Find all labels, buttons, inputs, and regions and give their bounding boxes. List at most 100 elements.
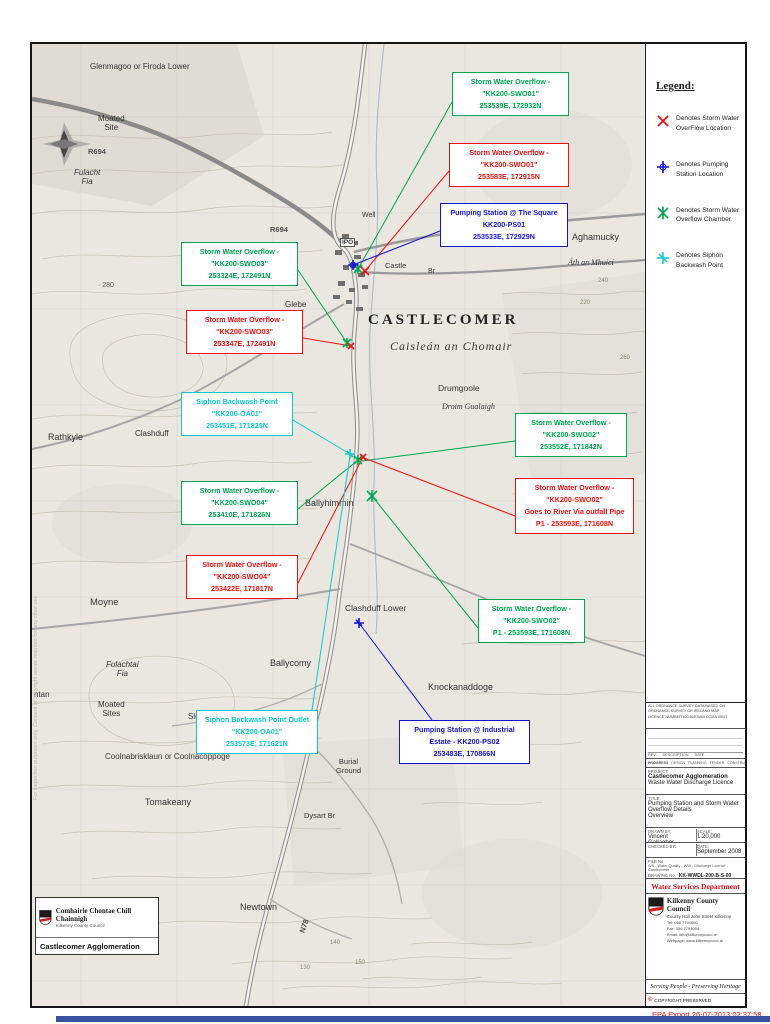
marker-swo01-overflow xyxy=(360,266,370,276)
callout-line: Storm Water Overflow - xyxy=(469,148,549,157)
callout-oa01-siphon-point: Siphon Backwash Point "KK200-OA01" 25345… xyxy=(181,392,293,436)
callout-line: 253324E, 172491N xyxy=(208,270,271,280)
map-label-spot-height-280: · 280 xyxy=(98,282,114,289)
annotation-overlay xyxy=(292,101,516,721)
callout-line: Estate - KK200-PS02 xyxy=(429,736,500,746)
scale-value: 1:20,000 xyxy=(697,834,721,840)
drawn-scale-row: DRAWN BY: Vincent Gallagher SCALE: 1:20,… xyxy=(646,828,745,843)
kilkenny-crest-icon xyxy=(648,897,664,916)
map-label-well: Well xyxy=(362,212,376,219)
callout-line: P1 - 253593E, 171608N xyxy=(535,518,614,528)
callout-line: Storm Water Overflow - xyxy=(531,418,611,427)
map-label-fulacht-fia: Fulacht Fia xyxy=(74,168,101,187)
callout-line: 253483E, 170866N xyxy=(433,748,496,758)
compass-rose xyxy=(42,122,91,166)
legend-item-overflow-location: Denotes Storm Water OverFlow Location xyxy=(656,114,744,134)
callout-line: "KK200-SWO02" xyxy=(546,494,603,504)
callout-line: 253422E, 171817N xyxy=(211,583,273,593)
progress-stage: CONSTRUCTION xyxy=(727,761,745,765)
callout-swo02-chamber: Storm Water Overflow - "KK200-SWO02" 253… xyxy=(515,413,627,457)
marker-swo03-overflow xyxy=(347,342,355,350)
project-name: Castlecomer Agglomeration xyxy=(648,774,728,780)
map-label-ath-an-mhuici: Áth an Mhuicí xyxy=(568,258,614,267)
file-no-value: WS - Water Quality - WW - Discharge Lice… xyxy=(648,864,728,872)
scale-label: SCALE: xyxy=(697,829,712,834)
callout-line: 253347E, 172491N xyxy=(213,338,276,348)
drawing-no-value: KK-WWDL-200-B-S-00 xyxy=(678,873,732,879)
map-label-caislean-an-chomair: Caisleán an Chomair xyxy=(390,339,513,353)
council-motto: Serving People - Preserving Heritage xyxy=(646,980,745,994)
contour-label-240: 240 xyxy=(598,278,609,284)
callout-line: "KK200-OA01" xyxy=(231,726,283,736)
map-label-coolnabrisklaun: Coolnabrisklaun or Coolnacoppoge xyxy=(105,752,230,761)
callout-line: KK200-PS01 xyxy=(482,219,526,229)
callout-swo02-overflow: Storm Water Overflow - "KK200-SWO02" Goe… xyxy=(515,478,634,534)
legend-item-label: Denotes Storm Water OverFlow Location xyxy=(676,115,740,132)
map-label-castle: Castle xyxy=(385,261,407,270)
progress-stage: DESIGN xyxy=(671,761,686,765)
callout-line: "KK200-SWO03" xyxy=(211,258,268,268)
marker-swo02-chamber xyxy=(366,490,378,502)
map-label-ballyhimmin: Ballyhimmin xyxy=(305,498,354,508)
callout-line: "KK200-OA01" xyxy=(211,408,263,418)
callout-swo03-chamber: Storm Water Overflow - "KK200-SWO03" 253… xyxy=(181,242,298,286)
callout-line: 253573E, 171621N xyxy=(226,738,288,748)
council-contacts: Tel: 056 7794000 Fax: 056 7794004 Email:… xyxy=(666,920,723,943)
drawn-by-value: Vincent Gallagher xyxy=(648,834,675,843)
scan-artifact-bar xyxy=(56,1016,770,1022)
map-label-glebe: Glebe xyxy=(285,300,307,309)
pumping-station-icon xyxy=(657,160,669,173)
drawing-subtitle: Overview xyxy=(648,813,674,819)
right-panel: Legend: Denotes Storm Water OverFlow Loc… xyxy=(645,44,745,1006)
contour-label-150: 150 xyxy=(355,960,366,966)
legend-item-label: Denotes Siphon Backwash Point xyxy=(676,252,723,270)
map-label-dysart-br: Dysart Br xyxy=(304,811,336,820)
map-label-aghamucky: Aghamucky xyxy=(572,232,620,242)
revision-header: REV. DESCRIPTION DATE xyxy=(648,752,743,757)
drawing-title: Pumping Station and Storm Water Overflow… xyxy=(648,801,739,813)
project-subname: Waste Water Discharge Licence xyxy=(648,780,734,786)
callout-line: 253410E, 171826N xyxy=(208,509,271,519)
drawing-title-section: TITLE: Pumping Station and Storm Water O… xyxy=(646,795,745,828)
progress-stage: TENDER xyxy=(709,761,725,765)
epa-side-watermark: For inspection purposes only. Consent of… xyxy=(33,594,39,800)
map-label-moated-site: Moated Site xyxy=(98,114,125,133)
callout-line: Siphon Backwash Point xyxy=(196,397,278,406)
leader-lines xyxy=(292,101,516,721)
department-name: Water Services Department xyxy=(651,881,740,891)
drawing-no-label: DRAWING No. xyxy=(648,873,676,878)
map-label-droim-gualaigh: Droim Gualaigh xyxy=(442,402,495,411)
epa-export-stamp: EPA Export 26-07-2013:02:37:58 xyxy=(652,1010,762,1019)
map-markers xyxy=(342,260,378,628)
callout-oa01-siphon-outlet: Siphon Backwash Point Outlet "KK200-OA01… xyxy=(196,710,318,754)
map-label-knockanaddoge: Knockanaddoge xyxy=(428,682,494,692)
callout-swo04-chamber: Storm Water Overflow - "KK200-SWO04" 253… xyxy=(181,481,298,525)
progress-label: PROGRESS xyxy=(648,761,669,765)
callout-line: Pumping Station @ Industrial xyxy=(414,725,515,734)
map-label-fulachtai-fia: Fulachtaí Fia xyxy=(106,660,139,679)
contour-label-260: 260 xyxy=(620,355,631,361)
map-label-bridge: Br xyxy=(428,268,435,275)
checked-by-label: CHECKED BY: xyxy=(648,844,677,849)
callout-line: Storm Water Overflow - xyxy=(199,247,280,256)
callout-line: Storm Water Overflow - xyxy=(199,486,280,495)
drawing-frame: Glenmagoo or Firoda Lower Moated Site Fu… xyxy=(30,42,747,1008)
licence-note: ALL ORDNANCE SURVEY DATA BASED ON ORDNAN… xyxy=(646,703,745,729)
date-label: DATE: xyxy=(697,844,710,849)
progress-row: PROGRESS DESIGN PLANNING TENDER CONSTRUC… xyxy=(646,759,745,768)
date-cell: DATE: September 2008 xyxy=(697,844,743,856)
map-label-ballycomy: Ballycomy xyxy=(270,658,312,668)
callout-line: 253583E, 172915N xyxy=(478,171,540,181)
map-label-clashduff-lower: Clashduff Lower xyxy=(345,603,407,613)
corner-logo-row: Comhairle Chontae Chill Chainnigh Kilken… xyxy=(36,898,158,938)
callout-line: Storm Water Overflow - xyxy=(204,315,285,324)
river xyxy=(369,44,385,635)
checked-by-cell: CHECKED BY: xyxy=(648,844,697,856)
file-drawing-row: FILE No. WS - Water Quality - WW - Disch… xyxy=(646,858,745,879)
overflow-location-icon xyxy=(657,115,669,127)
callout-line: Storm Water Overflow - xyxy=(491,604,572,613)
map-label-castlecomer: CASTLECOMER xyxy=(368,312,519,328)
legend-item-siphon-backwash: Denotes Siphon Backwash Point xyxy=(656,251,744,271)
marker-swo04-overflow xyxy=(359,453,367,461)
council-address: County Hall John Street Kilkenny xyxy=(666,914,732,919)
